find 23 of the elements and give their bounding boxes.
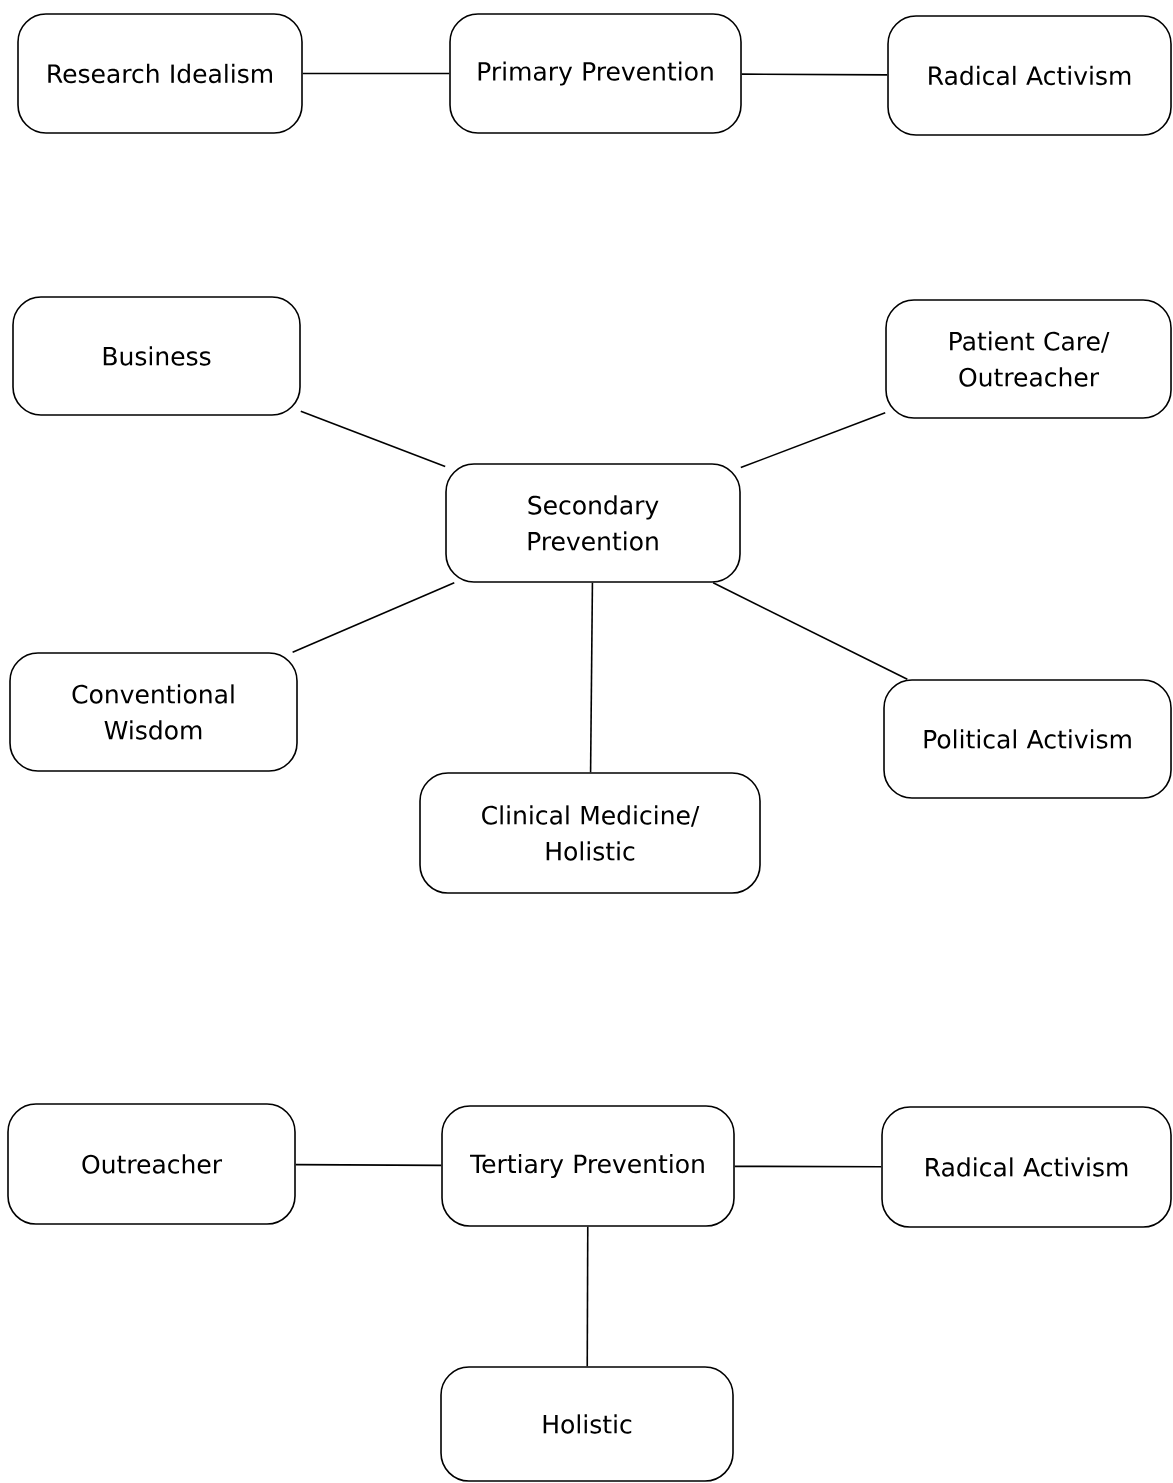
connector-line	[589, 582, 594, 773]
connector-line	[586, 1226, 589, 1367]
rounded-box: Holistic	[440, 1366, 734, 1482]
rounded-box: Radical Activism	[881, 1106, 1172, 1228]
connector-line	[712, 582, 909, 680]
rounded-box: Outreacher	[7, 1103, 296, 1225]
rounded-box: Radical Activism	[887, 15, 1172, 136]
rounded-box: Patient Care/ Outreacher	[885, 299, 1172, 419]
rounded-box: Primary Prevention	[449, 13, 742, 134]
rounded-box: Secondary Prevention	[445, 463, 741, 583]
rounded-box: Research Idealism	[17, 13, 303, 134]
rounded-box: Tertiary Prevention	[441, 1105, 735, 1227]
connector-line	[300, 410, 446, 468]
connector-line	[734, 1165, 882, 1168]
rounded-box: Clinical Medicine/ Holistic	[419, 772, 761, 894]
connector-line	[295, 1163, 442, 1167]
rounded-box: Political Activism	[883, 679, 1172, 799]
connector-line	[740, 412, 886, 469]
connector-line	[302, 72, 450, 75]
connector-line	[291, 582, 456, 653]
rounded-box: Conventional Wisdom	[9, 652, 298, 772]
rounded-box: Business	[12, 296, 301, 416]
connector-line	[741, 73, 888, 76]
